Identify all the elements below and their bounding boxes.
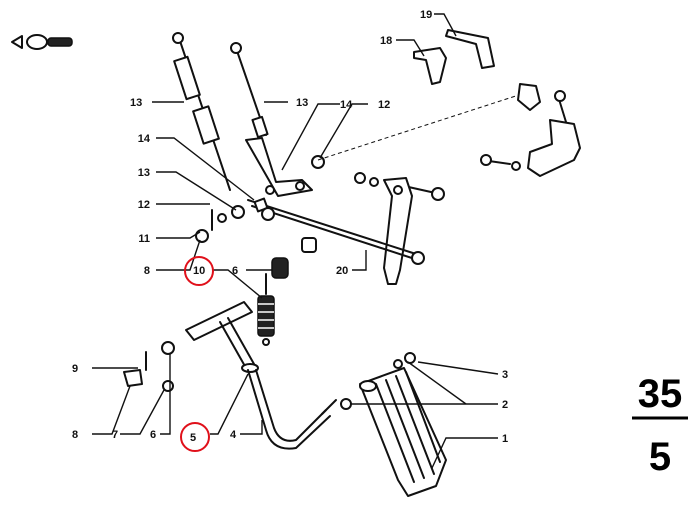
callout-11: 11 (138, 233, 150, 245)
part-pedal-arm (247, 369, 352, 450)
callout-12: 12 (138, 199, 150, 211)
callout-6-upper: 6 (232, 265, 238, 277)
callout-20: 20 (336, 265, 348, 277)
callout-7: 7 (112, 429, 118, 441)
page-ref-group: 35 (638, 372, 683, 416)
part-pedal-shaft (185, 301, 259, 373)
callout-13-left: 13 (138, 167, 150, 179)
callout-13-top: 12 (378, 99, 390, 111)
part-washers-center (354, 172, 445, 201)
part-bracket-18 (413, 47, 447, 85)
highlight-circle-5 (180, 422, 210, 452)
callout-8-upper: 8 (144, 265, 150, 277)
brand-logo-icon (11, 34, 73, 50)
callout-15: 13 (130, 97, 142, 109)
callout-8-lower: 8 (72, 429, 78, 441)
callout-16: 13 (296, 97, 308, 109)
part-long-rod (247, 199, 425, 265)
callout-3: 3 (502, 369, 508, 381)
part-pedal-mount (480, 83, 581, 177)
callout-4: 4 (230, 429, 237, 441)
part-vertical-lever (383, 177, 413, 285)
part-lever-bracket (245, 137, 325, 197)
part-rod-upper-mid (230, 42, 269, 139)
callout-17: 14 (340, 99, 353, 111)
callout-1: 1 (502, 433, 508, 445)
page-ref-sheet: 5 (649, 435, 671, 479)
part-hardware-left (195, 197, 275, 243)
callout-6-lower: 6 (150, 429, 156, 441)
callout-18: 18 (380, 35, 392, 47)
callout-19: 19 (420, 9, 432, 21)
highlight-circle-10 (184, 256, 214, 286)
callout-14: 14 (138, 133, 151, 145)
part-rod-upper-left (172, 32, 231, 191)
callout-5: 5 (190, 432, 196, 444)
callout-10: 10 (193, 265, 205, 277)
part-accelerator-pedal (359, 352, 447, 497)
leader-lines (92, 13, 499, 469)
assembly-guide-line (317, 91, 529, 161)
part-bushings (271, 237, 317, 279)
callout-9: 9 (72, 363, 78, 375)
part-spring (257, 273, 275, 346)
callout-2: 2 (502, 399, 508, 411)
part-bracket-19 (445, 29, 495, 69)
part-hardware-lower-left (123, 341, 175, 392)
